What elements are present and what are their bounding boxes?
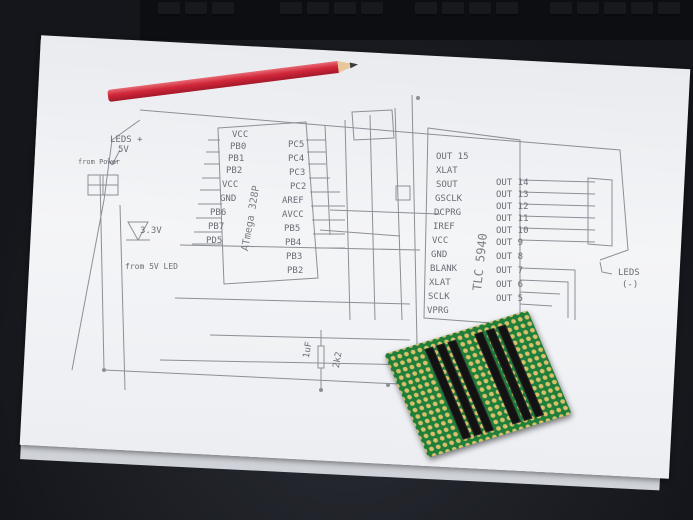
pin-label: OUT 12 [496,202,529,212]
pin-label: OUT 14 [496,178,529,188]
keyboard [140,0,693,40]
pin-label: PB3 [286,252,303,262]
pin-label: PC3 [289,168,306,178]
pin-label: IREF [433,222,455,232]
pin-label: PB2 [226,166,243,176]
pin-label: PB7 [208,222,225,232]
pin-label: BLANK [430,264,458,274]
pin-label: OUT 11 [496,214,529,224]
pin-label: PC5 [288,140,305,150]
pin-label: SCLK [428,292,450,302]
pin-label: VCC [232,130,249,140]
pin-label: OUT 5 [496,294,524,304]
pin-label: OUT 15 [436,152,469,162]
pin-label: PC4 [288,154,305,164]
pin-label: OUT 6 [496,280,524,290]
pin-label: XLAT [429,278,451,288]
note-leds-minus: LEDS [618,268,640,278]
pin-label: GSCLK [435,194,463,204]
note-from-power: from Power [78,158,121,166]
note-leds-plus: LEDS + [110,135,143,145]
pin-label: VCC [222,180,239,190]
pin-label: OUT 8 [496,252,524,262]
pin-label: AREF [282,196,304,206]
pin-label: PD5 [206,236,223,246]
pin-label: XLAT [436,166,458,176]
pin-label: PB0 [230,142,247,152]
note-leds-voltage: 5V [118,145,129,155]
pin-label: AVCC [282,210,304,220]
pin-label: OUT 9 [496,238,524,248]
note-regulator: 3.3V [140,226,162,236]
pin-label: VPRG [427,306,449,316]
note-power-side: from 5V LED [125,262,178,271]
pin-label: DCPRG [434,208,462,218]
note-leds-minus-sign: (-) [622,280,639,290]
pin-label: PC2 [290,182,307,192]
pin-label: PB5 [284,224,301,234]
pin-label: VCC [432,236,449,246]
pin-label: SOUT [436,180,458,190]
pin-label: GND [220,194,237,204]
pin-label: PB6 [210,208,227,218]
pin-label: PB1 [228,154,245,164]
pin-label: PB4 [285,238,302,248]
pin-label: OUT 13 [496,190,529,200]
pin-label: GND [431,250,448,260]
pin-label: PB2 [287,266,304,276]
pin-label: OUT 10 [496,226,529,236]
pin-label: OUT 7 [496,266,524,276]
